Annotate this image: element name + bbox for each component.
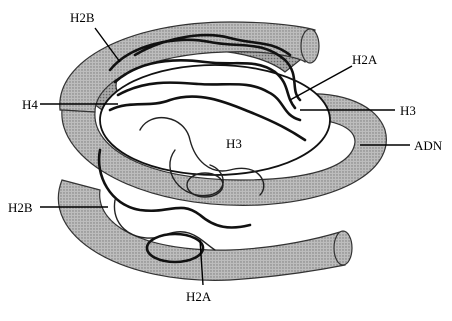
label-h2a-bottom: H2A	[186, 289, 212, 304]
label-h2b-left: H2B	[8, 200, 33, 215]
label-h2b-top: H2B	[70, 10, 95, 25]
label-h3-center: H3	[226, 136, 242, 151]
label-h2a-top: H2A	[352, 52, 378, 67]
label-h4: H4	[22, 97, 38, 112]
label-h3-right: H3	[400, 103, 416, 118]
dna-end-top	[301, 29, 319, 63]
dna-end-bottom	[334, 231, 352, 265]
label-adn: ADN	[414, 138, 443, 153]
